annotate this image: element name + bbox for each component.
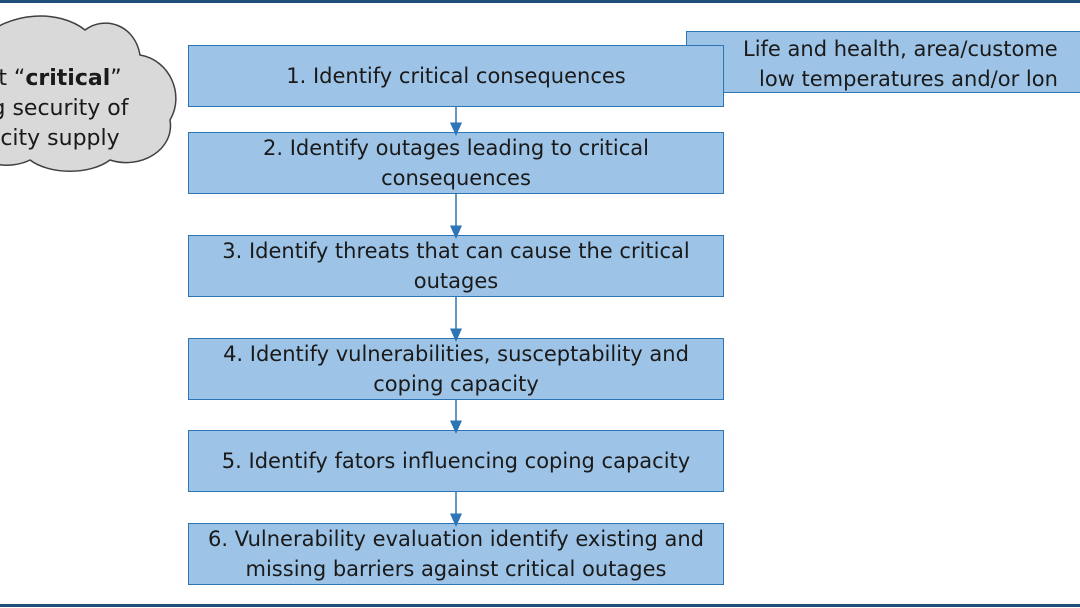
step-2-box: 2. Identify outages leading to critical … — [188, 132, 724, 194]
step-6-box: 6. Vulnerability evaluation identify exi… — [188, 523, 724, 585]
cloud-shape — [0, 15, 177, 172]
cloud-critical-word: critical — [25, 66, 111, 91]
side-note-line-1: Life and health, area/custome — [743, 37, 1058, 61]
top-border — [0, 0, 1080, 3]
side-note-box: Life and health, area/custome low temper… — [686, 31, 1080, 93]
cloud-text: t “critical” g security of city supply — [0, 66, 129, 151]
bottom-border — [0, 604, 1080, 607]
side-note-line-2: low temperatures and/or lon — [759, 67, 1058, 91]
step-5-box: 5. Identify fators influencing coping ca… — [188, 430, 724, 492]
step-4-box: 4. Identify vulnerabilities, susceptabil… — [188, 338, 724, 400]
step-3-box: 3. Identify threats that can cause the c… — [188, 235, 724, 297]
step-1-box: 1. Identify critical consequences — [188, 45, 724, 107]
